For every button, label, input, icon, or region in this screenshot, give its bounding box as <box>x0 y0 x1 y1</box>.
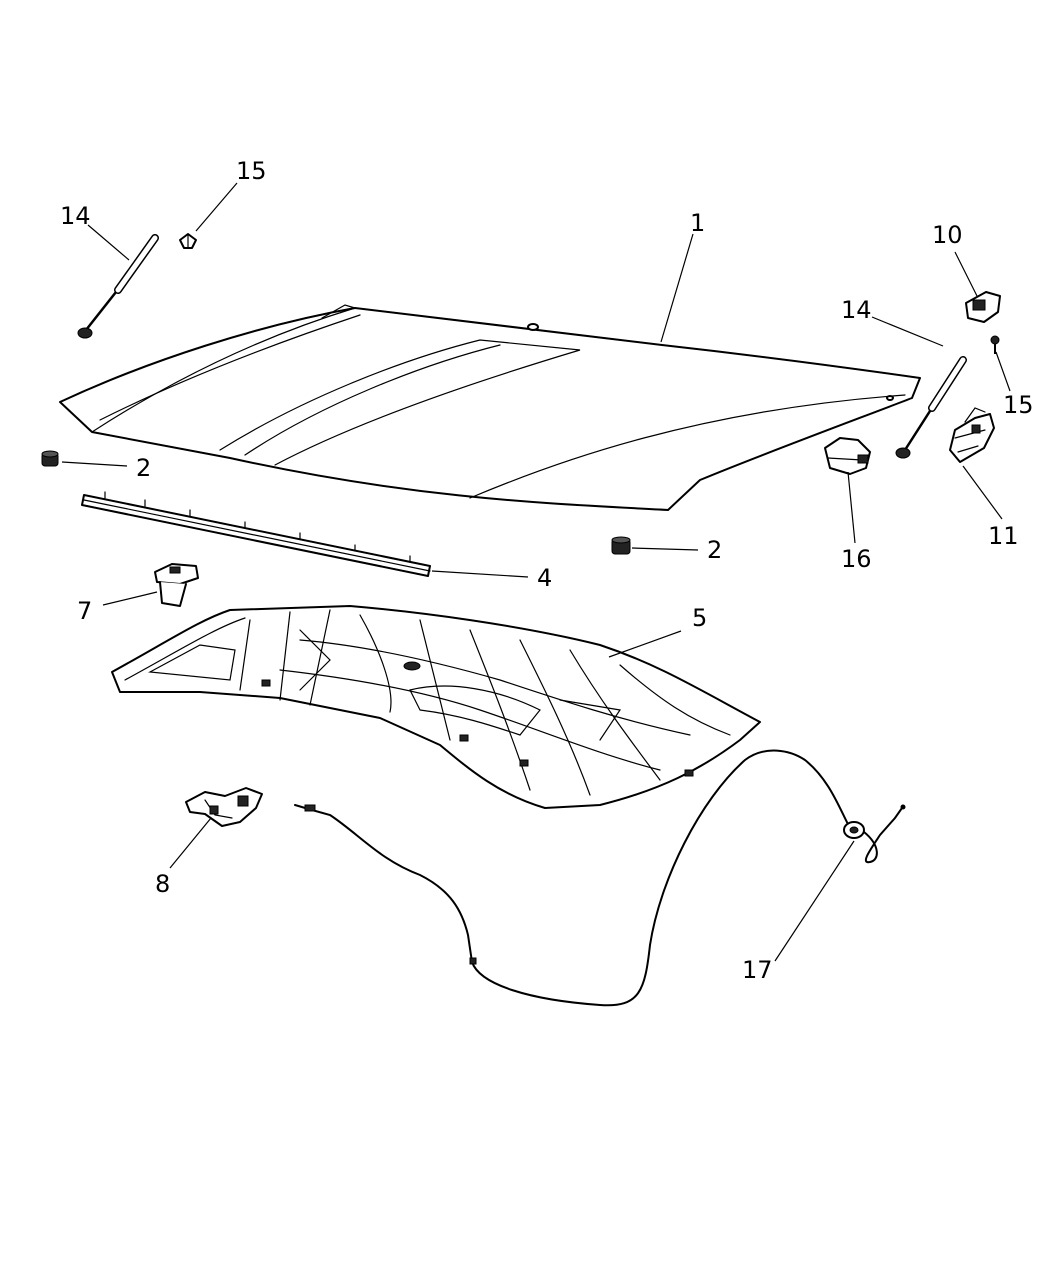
hood-bumper-right <box>611 536 631 555</box>
hood-seal-strip <box>81 491 431 577</box>
hood-hinge <box>949 407 995 463</box>
callout-11: 11 <box>988 522 1019 550</box>
leader-lines <box>61 182 1011 962</box>
hood-panel <box>59 304 921 511</box>
hood-release-cable <box>294 749 906 1007</box>
callout-1: 1 <box>690 209 705 237</box>
callout-labels: 1 2 2 4 5 7 8 10 11 14 14 15 15 16 17 <box>60 157 1034 984</box>
strut-ball-stud-right <box>990 335 1000 354</box>
callout-7: 7 <box>77 597 92 625</box>
callout-2-right: 2 <box>707 536 722 564</box>
callout-8: 8 <box>155 870 170 898</box>
callout-15-right: 15 <box>1003 391 1034 419</box>
hood-hinge-bracket <box>965 291 1001 323</box>
callout-16: 16 <box>841 545 872 573</box>
hood-latch <box>185 787 263 827</box>
hood-inner-panel <box>111 605 761 809</box>
callout-15-left: 15 <box>236 157 267 185</box>
callout-17: 17 <box>742 956 773 984</box>
callout-10: 10 <box>932 221 963 249</box>
hood-latch-bracket <box>824 437 871 475</box>
callout-14-right: 14 <box>841 296 872 324</box>
hood-gas-strut-right <box>895 356 967 459</box>
callout-4: 4 <box>537 564 552 592</box>
callout-5: 5 <box>692 604 707 632</box>
callout-2-left: 2 <box>136 454 151 482</box>
callout-14-left: 14 <box>60 202 91 230</box>
hood-bumper-left <box>41 450 59 467</box>
hood-gas-strut-left <box>77 234 159 339</box>
strut-ball-stud-left <box>179 233 197 249</box>
hood-safety-catch <box>154 563 199 607</box>
